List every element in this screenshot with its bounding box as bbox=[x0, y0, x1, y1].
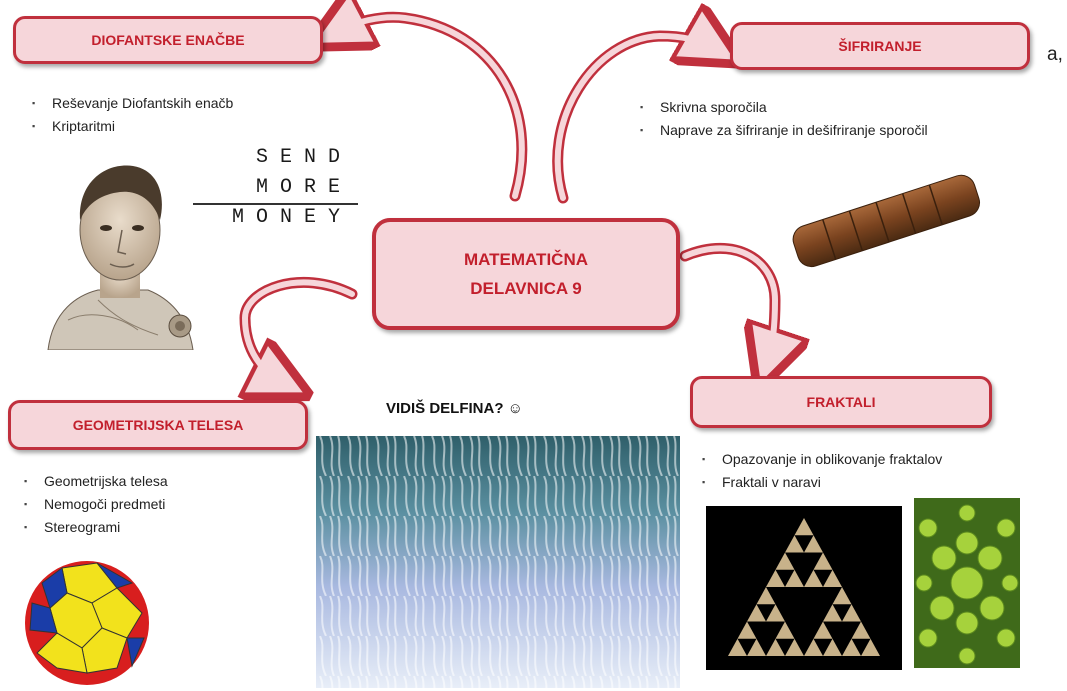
center-title-line2: DELAVNICA 9 bbox=[470, 279, 582, 298]
geometrija-list: Geometrijska telesa Nemogoči predmeti St… bbox=[20, 470, 168, 539]
list-item: Stereogrami bbox=[20, 516, 168, 539]
scytale-image bbox=[792, 174, 981, 268]
stereogram-image bbox=[316, 436, 680, 688]
list-item: Geometrijska telesa bbox=[20, 470, 168, 493]
puzzle-money: MONEY bbox=[231, 206, 352, 229]
diofantske-enacbe-title: DIOFANTSKE ENAČBE bbox=[91, 32, 245, 48]
stereogram-title: VIDIŠ DELFINA? ☺ bbox=[386, 400, 523, 417]
puzzle-send: SEND bbox=[255, 146, 352, 169]
puzzle-sum-line bbox=[193, 203, 358, 205]
edge-text: a, bbox=[1047, 44, 1063, 65]
diofantske-enacbe-box: DIOFANTSKE ENAČBE bbox=[13, 16, 323, 64]
sifriranje-list: Skrivna sporočila Naprave za šifriranje … bbox=[636, 96, 928, 142]
arrow-to-diofantske bbox=[336, 17, 528, 202]
fraktali-title: FRAKTALI bbox=[806, 394, 876, 410]
polyhedron-image bbox=[25, 561, 149, 685]
puzzle-more: MORE bbox=[255, 176, 352, 199]
list-item: Nemogoči predmeti bbox=[20, 493, 168, 516]
list-item: Opazovanje in oblikovanje fraktalov bbox=[698, 448, 942, 471]
sierpinski-image bbox=[706, 506, 902, 670]
sifriranje-box: ŠIFRIRANJE bbox=[730, 22, 1030, 70]
list-item: Kriptaritmi bbox=[28, 115, 233, 138]
sifriranje-title: ŠIFRIRANJE bbox=[838, 38, 922, 54]
list-item: Fraktali v naravi bbox=[698, 471, 942, 494]
fraktali-list: Opazovanje in oblikovanje fraktalov Frak… bbox=[698, 448, 942, 494]
list-item: Skrivna sporočila bbox=[636, 96, 928, 119]
center-title-line1: MATEMATIČNA bbox=[463, 250, 588, 269]
fraktali-box: FRAKTALI bbox=[690, 376, 992, 428]
geometrijska-telesa-box: GEOMETRIJSKA TELESA bbox=[8, 400, 308, 450]
romanesco-image bbox=[914, 498, 1020, 668]
diophantus-portrait bbox=[47, 165, 194, 350]
list-item: Reševanje Diofantskih enačb bbox=[28, 92, 233, 115]
diofantske-list: Reševanje Diofantskih enačb Kriptaritmi bbox=[28, 92, 233, 138]
geometrijska-telesa-title: GEOMETRIJSKA TELESA bbox=[72, 417, 244, 433]
list-item: Naprave za šifriranje in dešifriranje sp… bbox=[636, 119, 928, 142]
center-box: MATEMATIČNA DELAVNICA 9 bbox=[372, 218, 680, 330]
